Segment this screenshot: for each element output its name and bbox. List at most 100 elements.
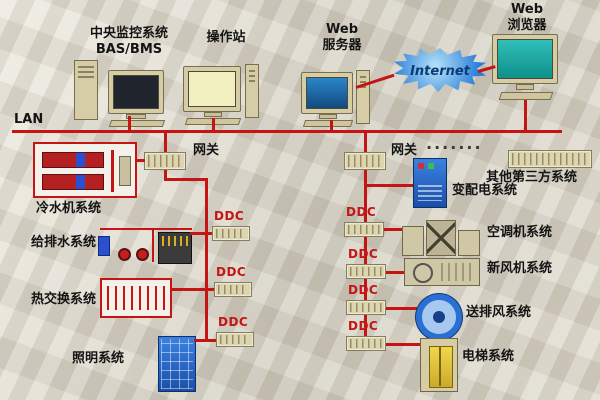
operator-stand (204, 112, 222, 117)
internet-cloud: Internet (394, 48, 486, 93)
gateway-right-module (344, 152, 386, 170)
lan-bus-line (12, 130, 562, 133)
connector-line (164, 131, 167, 152)
ddc-label: DDC (346, 205, 377, 219)
web-server-stand (319, 114, 337, 119)
fan-circle (413, 263, 433, 283)
ddc-label: DDC (214, 209, 245, 223)
chiller-system-label: 冷水机系统 (36, 201, 102, 216)
fresh-air-equipment (404, 258, 480, 286)
right-branch-line (364, 170, 367, 346)
third-party-label: 其他第三方系统 (486, 170, 578, 185)
water-tank (98, 236, 110, 256)
supply-exhaust-system-label: 送排风系统 (466, 305, 532, 320)
gateway-left-label: 网关 (193, 143, 220, 158)
heat-coil (107, 286, 165, 310)
ddc-module (346, 336, 386, 351)
web-browser-screen (497, 39, 553, 79)
pump (136, 248, 149, 261)
supply-exhaust-fan-equipment (416, 294, 462, 340)
connector-line (170, 288, 216, 291)
web-browser-stand (516, 84, 534, 90)
connector-line (212, 118, 215, 130)
ddc-label: DDC (348, 283, 379, 297)
gateway-right-label: 网关 (391, 143, 418, 158)
elevator-equipment (420, 338, 458, 392)
lighting-system-label: 照明系统 (72, 351, 125, 366)
ddc-label: DDC (218, 315, 249, 329)
chiller-equipment (33, 142, 137, 198)
ddc-module (214, 282, 252, 297)
central-monitor-computer (108, 70, 164, 114)
connector-line (367, 184, 413, 187)
pipe (152, 228, 154, 262)
connector-line (164, 178, 208, 181)
connector-line (128, 116, 131, 130)
power-distribution-system-label: 变配电系统 (452, 183, 518, 198)
duct-grille (441, 263, 475, 281)
vents (418, 185, 442, 201)
heat-exchange-equipment (100, 278, 172, 318)
ahu-section (402, 226, 424, 256)
connector-line (386, 307, 418, 310)
central-monitor-screen (113, 75, 159, 109)
central-keyboard (108, 120, 166, 127)
operator-station-label: 操作站 (206, 30, 246, 45)
connector-line (194, 339, 218, 342)
web-browser-monitor (492, 34, 558, 84)
operator-screen (188, 71, 236, 107)
third-party-module (508, 150, 592, 168)
lan-label: LAN (14, 112, 44, 127)
internet-label: Internet (410, 63, 470, 79)
indicator (418, 163, 424, 169)
connector-line (137, 159, 145, 162)
pipe (111, 150, 114, 192)
web-server-label: Web 服务器 (322, 22, 362, 53)
central-monitor-stand (126, 114, 146, 119)
connector-line (384, 228, 404, 231)
fresh-air-system-label: 新风机系统 (487, 261, 553, 276)
chiller-unit (42, 152, 104, 168)
ddc-label: DDC (348, 247, 379, 261)
ahu-section (458, 230, 480, 256)
web-server-screen (306, 77, 348, 109)
connector-line (164, 170, 167, 180)
indicator (428, 163, 434, 169)
chiller-unit (42, 174, 104, 190)
connector-line (386, 271, 406, 274)
central-system-label-line2: BAS/BMS (95, 41, 163, 57)
ahu-fan-section (426, 220, 456, 256)
heat-exchange-system-label: 热交换系统 (31, 292, 97, 307)
operator-tower (245, 64, 259, 118)
central-system-label: 中央监控系统 BAS/BMS (62, 26, 196, 57)
power-cabinet (413, 158, 447, 208)
central-tower-computer (74, 60, 98, 120)
ddc-module (346, 300, 386, 315)
ddc-module (346, 264, 386, 279)
tank (119, 156, 131, 186)
web-server-computer (301, 72, 353, 114)
control-panel (158, 232, 192, 264)
pipe (100, 228, 192, 230)
ddc-module (216, 332, 254, 347)
ddc-module (344, 222, 384, 237)
web-browser-label: Web 浏览器 (507, 2, 547, 33)
gateway-dots: ······· (426, 138, 483, 157)
connector-line (524, 100, 527, 130)
connector-line (364, 131, 367, 152)
pump (118, 248, 131, 261)
gateway-left-module (144, 152, 186, 170)
web-browser-keyboard (498, 92, 554, 100)
connector-line (330, 120, 333, 130)
central-system-label-line1: 中央监控系统 (89, 26, 168, 41)
web-server-keyboard (302, 120, 354, 127)
ddc-label: DDC (216, 265, 247, 279)
connector-line (190, 232, 214, 235)
operator-station-computer (183, 66, 241, 112)
ddc-label: DDC (348, 319, 379, 333)
elevator-system-label: 电梯系统 (462, 349, 515, 364)
lighting-cabinet (158, 336, 196, 392)
water-supply-system-label: 给排水系统 (31, 235, 97, 250)
left-branch-line (205, 178, 208, 341)
